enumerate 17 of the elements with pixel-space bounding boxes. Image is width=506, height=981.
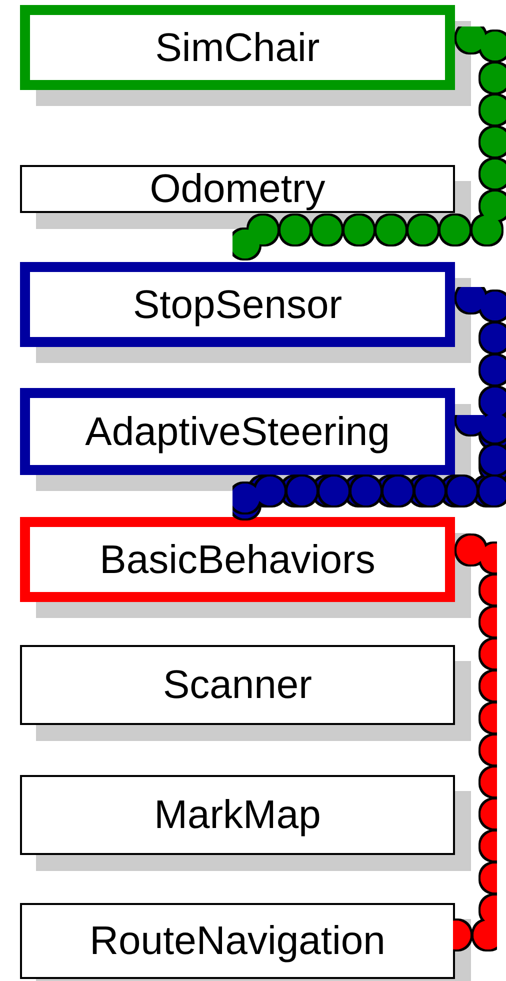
module-box xyxy=(20,388,455,475)
module-box xyxy=(20,165,455,213)
module-name: StopSensor xyxy=(132,284,342,324)
module-box xyxy=(20,645,455,725)
module-name: Scanner xyxy=(163,665,312,705)
module-name: BasicBehaviors xyxy=(100,540,376,580)
module-name: SimChair xyxy=(155,28,320,68)
module-name: RouteNavigation xyxy=(90,921,386,961)
bead-chain-connector xyxy=(440,536,506,950)
module-box xyxy=(20,262,455,347)
module-name: Odometry xyxy=(150,169,326,209)
module-name: MarkMap xyxy=(154,795,321,835)
module-box xyxy=(20,5,455,90)
module-box xyxy=(20,903,455,979)
module-name: AdaptiveSteering xyxy=(85,412,390,452)
module-box xyxy=(20,775,455,855)
module-box xyxy=(20,517,455,602)
